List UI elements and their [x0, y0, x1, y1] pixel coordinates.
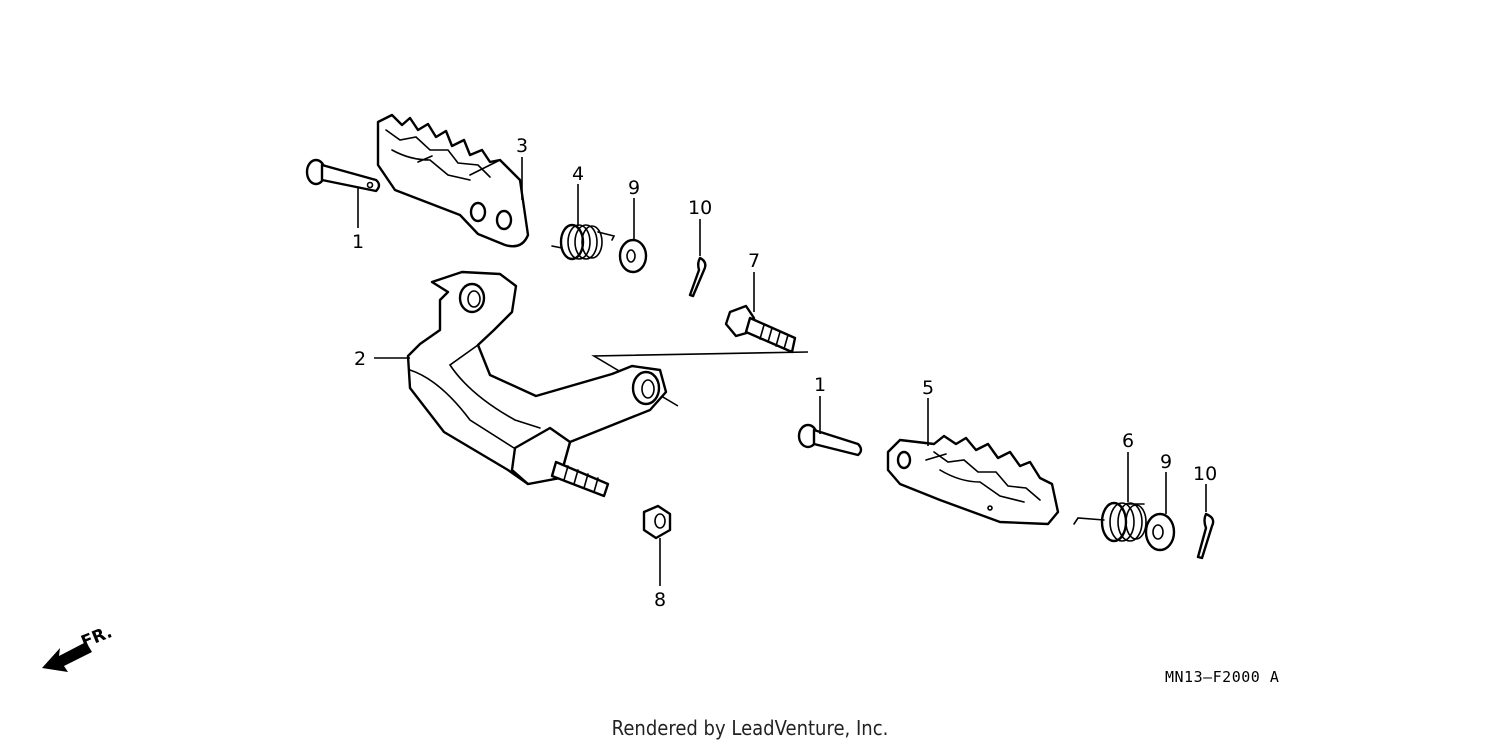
washer-lower[interactable] [1144, 512, 1176, 552]
cotter-pin-upper[interactable] [688, 256, 707, 298]
pin-upper[interactable] [305, 158, 381, 193]
footpeg-upper[interactable] [376, 113, 530, 248]
footpeg-bracket[interactable] [406, 270, 668, 498]
callout-1-lower: 1 [814, 374, 826, 396]
callout-2: 2 [354, 348, 366, 370]
callout-3: 3 [516, 135, 528, 157]
front-direction-indicator: FR. [42, 622, 115, 672]
callout-1-upper: 1 [352, 231, 364, 253]
callout-9-lower: 9 [1160, 451, 1172, 473]
callout-4: 4 [572, 163, 584, 185]
callout-10-upper: 10 [688, 197, 712, 219]
spring-lower[interactable] [1073, 501, 1147, 543]
callout-8: 8 [654, 589, 666, 611]
callout-10-lower: 10 [1193, 463, 1217, 485]
pin-lower[interactable] [797, 423, 863, 457]
front-label: FR. [78, 622, 115, 652]
callout-6: 6 [1122, 430, 1134, 452]
washer-upper[interactable] [618, 238, 648, 274]
flange-nut[interactable] [642, 504, 672, 540]
front-arrow-icon [42, 642, 92, 672]
spring-upper[interactable] [551, 223, 616, 261]
credit-text: Rendered by LeadVenture, Inc. [611, 716, 889, 740]
callout-7: 7 [748, 250, 760, 272]
callout-5: 5 [922, 377, 934, 399]
figure-code: MN13–F2000 A [1165, 668, 1280, 686]
footpeg-lower[interactable] [886, 434, 1060, 526]
bolt[interactable] [724, 304, 797, 354]
callout-9-upper: 9 [628, 177, 640, 199]
cotter-pin-lower[interactable] [1196, 512, 1215, 560]
